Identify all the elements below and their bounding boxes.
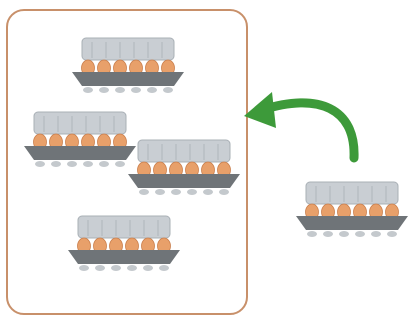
tray-dimple: [159, 265, 169, 271]
carton-lid: [77, 215, 171, 239]
arrow-head: [244, 92, 276, 128]
tray-dimple: [99, 161, 109, 167]
tray-dimple: [99, 87, 109, 93]
tray-dimple: [131, 87, 141, 93]
curved-arrow-left-icon: [244, 92, 359, 163]
tray-dimple: [187, 189, 197, 195]
group-box: [6, 9, 248, 315]
tray-dimple: [143, 265, 153, 271]
carton-lid: [305, 181, 399, 205]
tray-dimple: [307, 231, 317, 237]
tray-dimple: [163, 87, 173, 93]
tray-dimple: [35, 161, 45, 167]
tray-dimple: [67, 161, 77, 167]
tray-dimple: [219, 189, 229, 195]
carton-tray: [296, 216, 408, 230]
tray-dimple: [371, 231, 381, 237]
tray-dimple: [387, 231, 397, 237]
tray-dimple: [95, 265, 105, 271]
tray-dimple: [147, 87, 157, 93]
tray-dimple: [83, 161, 93, 167]
carton-lid: [33, 111, 127, 135]
tray-dimple: [83, 87, 93, 93]
egg-carton-icon: [24, 111, 136, 167]
tray-dimple: [355, 231, 365, 237]
tray-dimple: [155, 189, 165, 195]
tray-dimple: [339, 231, 349, 237]
tray-dimple: [115, 161, 125, 167]
tray-dimple: [203, 189, 213, 195]
carton-tray: [24, 146, 136, 160]
tray-dimple: [323, 231, 333, 237]
egg-carton-icon: [68, 215, 180, 271]
carton-tray: [68, 250, 180, 264]
tray-dimple: [139, 189, 149, 195]
carton-lid: [137, 139, 231, 163]
egg-carton-icon: [128, 139, 240, 195]
tray-dimple: [111, 265, 121, 271]
tray-dimple: [115, 87, 125, 93]
tray-dimple: [51, 161, 61, 167]
tray-dimple: [171, 189, 181, 195]
egg-carton-icon: [72, 37, 184, 93]
tray-dimple: [79, 265, 89, 271]
carton-lid: [81, 37, 175, 61]
tray-dimple: [127, 265, 137, 271]
carton-tray: [128, 174, 240, 188]
egg-carton-icon: [296, 181, 408, 237]
arrow-shaft: [257, 98, 359, 163]
carton-tray: [72, 72, 184, 86]
